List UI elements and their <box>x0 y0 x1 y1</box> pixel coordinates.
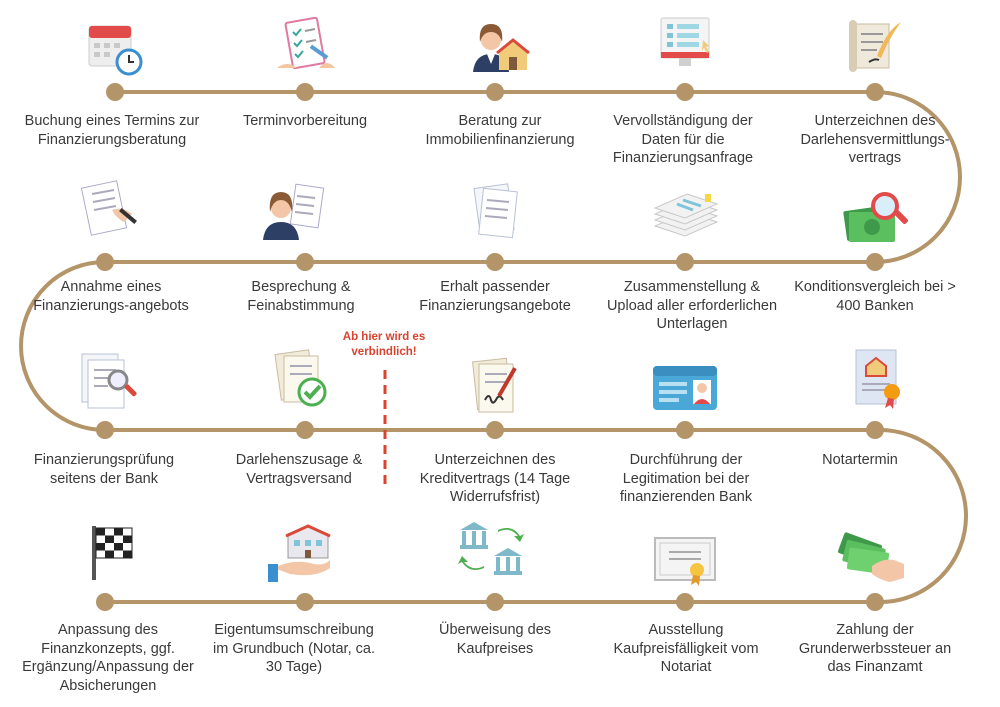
step-marker <box>866 593 884 611</box>
step-marker <box>296 593 314 611</box>
step-marker <box>486 83 504 101</box>
checkered-flag-icon <box>76 520 148 584</box>
document-check-icon <box>266 348 338 412</box>
step-label: Buchung eines Termins zur Finanzierungsb… <box>24 113 200 148</box>
step-marker <box>486 421 504 439</box>
step-marker <box>106 83 124 101</box>
step-label: Finanzierungsprüfung seitens der Bank <box>33 452 175 487</box>
signing-document-icon <box>72 178 144 242</box>
step-label: Unterzeichnen des Kreditvertrags (14 Tag… <box>419 452 571 505</box>
step-marker <box>96 421 114 439</box>
step-marker <box>676 253 694 271</box>
binding-note: Ab hier wird es verbindlich! <box>342 331 426 358</box>
step-label: Unterzeichnen des Darlehensvermittlungs-… <box>800 113 950 166</box>
document-magnifier-icon <box>72 350 144 414</box>
checklist-clipboard-icon <box>269 16 341 80</box>
step-marker <box>866 253 884 271</box>
advisor-house-icon <box>459 12 531 76</box>
step-label: Zahlung der Grunderwerbssteuer an das Fi… <box>798 622 952 675</box>
hand-house-icon <box>264 524 336 588</box>
step-marker <box>676 421 694 439</box>
certificate-seal-icon <box>649 528 721 592</box>
document-stack-icon <box>649 182 721 246</box>
step-marker <box>866 421 884 439</box>
scroll-quill-icon <box>839 16 911 80</box>
step-marker <box>486 253 504 271</box>
step-marker <box>96 593 114 611</box>
step-marker <box>296 253 314 271</box>
step-label: Zusammenstellung & Upload aller erforder… <box>606 279 778 332</box>
step-label: Überweisung des Kaufpreises <box>438 622 552 657</box>
step-label: Konditionsvergleich bei > 400 Banken <box>794 279 956 314</box>
step-label: Eigentumsumschreibung im Grundbuch (Nota… <box>213 622 375 675</box>
step-marker <box>296 421 314 439</box>
step-marker <box>486 593 504 611</box>
money-magnifier-icon <box>839 188 911 252</box>
step-marker <box>866 83 884 101</box>
step-label: Vervollständigung der Daten für die Fina… <box>612 113 754 166</box>
step-label: Darlehenszusage & Vertragsversand <box>235 452 363 487</box>
certificate-house-icon <box>842 346 914 410</box>
advisor-documents-icon <box>259 180 331 244</box>
hand-money-icon <box>836 528 908 592</box>
step-label: Ausstellung Kaufpreisfälligkeit vom Nota… <box>613 622 759 675</box>
step-label: Anpassung des Finanzkonzepts, ggf. Ergän… <box>22 622 194 694</box>
calendar-clock-icon <box>79 16 151 80</box>
step-marker <box>96 253 114 271</box>
step-marker <box>676 83 694 101</box>
step-marker <box>296 83 314 101</box>
step-label: Erhalt passender Finanzierungsangebote <box>419 279 571 314</box>
bank-transfer-icon <box>456 518 528 582</box>
monitor-form-icon <box>649 14 721 78</box>
contract-pen-icon <box>459 354 531 418</box>
step-label: Durchführung der Legitimation bei der fi… <box>619 452 753 505</box>
step-label: Notartermin <box>822 452 898 468</box>
id-card-icon <box>649 360 721 424</box>
step-label: Besprechung & Feinabstimmung <box>247 279 355 314</box>
step-label: Annahme eines Finanzierungs-angebots <box>33 279 189 314</box>
step-label: Beratung zur Immobilienfinanzierung <box>425 113 575 148</box>
documents-icon <box>459 180 531 244</box>
step-marker <box>676 593 694 611</box>
step-label: Terminvorbereitung <box>242 113 368 129</box>
